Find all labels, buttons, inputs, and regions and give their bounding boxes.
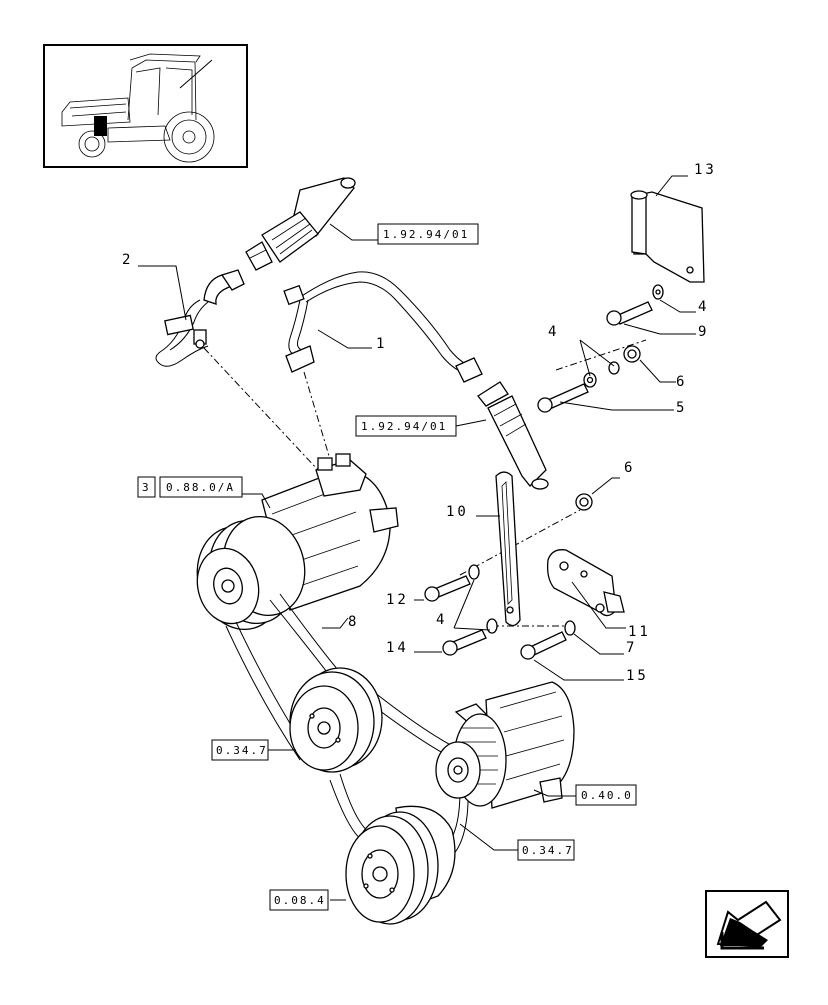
callout-1: 1 — [376, 336, 387, 352]
callout-14: 14 — [386, 640, 409, 656]
callout-11: 11 — [628, 624, 651, 640]
callout-6-lower: 6 — [624, 460, 635, 476]
svg-text:0.34.7: 0.34.7 — [216, 744, 268, 757]
callout-15: 15 — [626, 668, 649, 684]
part-10-strap — [476, 471, 521, 627]
tractor-thumbnail-icon — [43, 44, 248, 168]
ref-box-pipe-top[interactable]: 1.92.94/01 — [329, 223, 479, 245]
crank-pulley — [330, 805, 518, 925]
callout-13: 13 — [694, 162, 717, 178]
svg-text:1.92.94/01: 1.92.94/01 — [361, 420, 447, 433]
callout-5: 5 — [676, 400, 687, 416]
alternator — [435, 681, 576, 809]
ref-box-pulley-left[interactable]: 0.34.7 — [211, 739, 269, 761]
ref-box-pulley-lower[interactable]: 0.34.7 — [517, 839, 575, 861]
callout-4-lower: 4 — [436, 612, 447, 628]
callout-12: 12 — [386, 592, 409, 608]
pipe-end-middle — [477, 381, 549, 490]
back-arrow-icon[interactable] — [705, 890, 789, 958]
hardware-upper-right — [537, 284, 696, 413]
part-11-bracket — [546, 549, 626, 629]
callout-8: 8 — [348, 614, 359, 630]
pipe-end-upper — [245, 177, 356, 271]
callout-10: 10 — [446, 504, 469, 520]
svg-text:0.40.0: 0.40.0 — [581, 789, 633, 802]
callout-2: 2 — [122, 252, 133, 268]
callout-9: 9 — [698, 324, 709, 340]
hardware-lower — [414, 477, 624, 681]
ref-box-crank[interactable]: 0.08.4 — [269, 889, 329, 911]
callout-7: 7 — [626, 640, 637, 656]
compressor — [196, 453, 399, 631]
callout-4-mid: 4 — [548, 324, 559, 340]
callout-6-upper: 6 — [676, 374, 687, 390]
idler-pulley-left — [268, 667, 383, 773]
svg-text:0.08.4: 0.08.4 — [274, 894, 326, 907]
ref-box-pipe-mid[interactable]: 1.92.94/01 — [355, 415, 487, 437]
svg-text:0.34.7: 0.34.7 — [522, 844, 574, 857]
callout-labels: 1 2 4 4 4 5 6 6 7 8 9 10 11 12 13 14 15 — [122, 162, 717, 684]
ref-box-compressor[interactable]: 3 0.88.0/A — [137, 476, 243, 498]
svg-text:3: 3 — [142, 481, 151, 494]
svg-text:1.92.94/01: 1.92.94/01 — [383, 228, 469, 241]
ref-box-alternator[interactable]: 0.40.0 — [575, 784, 637, 806]
part-1-pipe — [283, 271, 483, 383]
svg-text:0.88.0/A: 0.88.0/A — [166, 481, 235, 494]
callout-4-upper: 4 — [698, 299, 709, 315]
part-2-fitting — [138, 265, 245, 367]
part-13-bracket — [630, 175, 705, 283]
